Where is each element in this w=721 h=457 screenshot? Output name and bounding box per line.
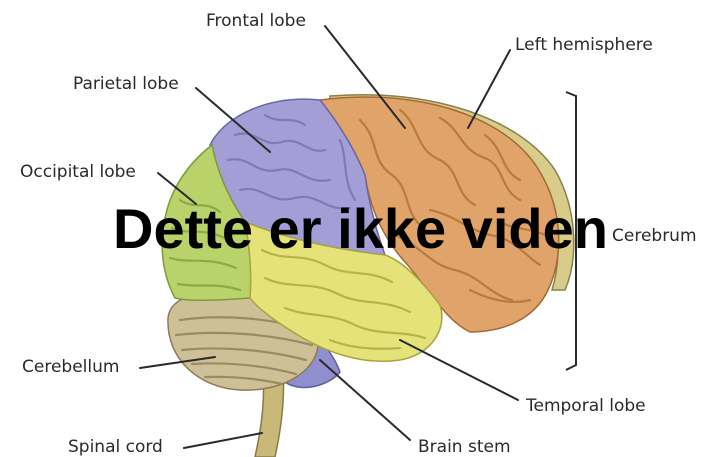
label-parietal-lobe: Parietal lobe (73, 74, 179, 94)
brain-stem-leader (320, 360, 410, 440)
label-occipital-lobe: Occipital lobe (20, 162, 136, 182)
label-left-hemisphere: Left hemisphere (515, 35, 653, 55)
label-temporal-lobe: Temporal lobe (525, 396, 646, 416)
overlay-caption: Dette er ikke viden (0, 196, 721, 261)
label-spinal-cord: Spinal cord (68, 437, 163, 457)
label-cerebellum: Cerebellum (22, 357, 119, 377)
left-hemisphere-leader (468, 50, 510, 128)
label-brain-stem: Brain stem (418, 437, 511, 457)
label-frontal-lobe: Frontal lobe (206, 11, 306, 31)
spinal-cord-leader (184, 433, 262, 448)
temporal-leader (400, 340, 518, 400)
